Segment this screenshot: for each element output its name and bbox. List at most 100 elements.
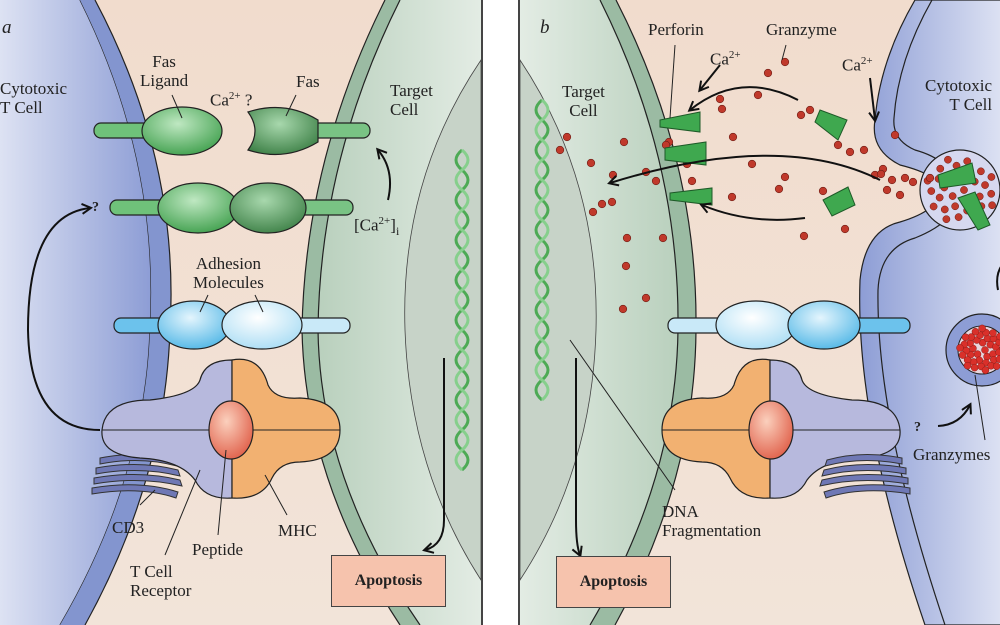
ca-arrow-right [870,77,875,120]
granzyme-dot [618,304,628,314]
target-nucleus-b [520,59,597,581]
granule-granzyme-dot [978,324,986,333]
granzyme-dot [780,172,790,182]
dna-helix-b [534,98,550,402]
granzyme-dot [796,110,806,120]
cytotoxic-t-cell-label: Cytotoxic T Cell [0,79,68,117]
synapse-granzyme-dot [977,167,985,176]
apoptosis-box-a: Apoptosis [331,555,446,607]
granzyme-dot [908,177,918,187]
target-cell-label: Target Cell [390,81,433,119]
granzyme-dot [658,233,668,243]
cytotoxic-t-cell-label-b: Cytotoxic T Cell [925,76,993,114]
synapse-granzyme-dot [951,202,959,211]
peptide-shape-b [748,400,794,460]
granzyme-dot [799,231,809,241]
granzyme-dot [747,159,757,169]
granzyme-dot [717,104,727,114]
synapse-granzyme-dot [927,187,936,195]
signal-arrow-tcr-to-fasl [26,208,101,431]
granule-granzyme-dot [995,348,1000,357]
apoptosis-arrow-b [576,358,580,555]
dna-helix [454,148,470,472]
granzyme-dot [876,169,886,179]
granule-to-synapse-arrow [996,266,1000,291]
granzyme-dots [555,57,935,314]
granule-granzyme-dot [995,355,1000,363]
intracellular-calcium-label: [Ca2+]i [354,215,400,239]
t-cell-receptor-label: T Cell Receptor [130,562,192,600]
granzyme-dot [805,105,815,115]
synapse-granzyme-dot [987,189,996,198]
granzyme-dot [728,132,738,142]
ca-arrow-left [700,64,721,90]
apoptosis-box-b: Apoptosis [556,556,671,608]
granzymes-label: Granzymes [913,445,991,464]
granzyme-dot [562,132,572,142]
label-leaders [139,94,297,556]
panel-a-illustration [0,0,481,625]
fas-label: Fas [296,72,320,91]
granule-granzyme-dot [956,344,964,352]
granzyme-question-arrow [937,405,970,427]
panel-b-illustration [520,0,1000,625]
granzyme-dot [588,207,598,217]
fas-ligand-label: Fas Ligand [140,52,189,90]
granzyme-dot [895,190,905,200]
synapse-granzyme-dot [935,193,944,202]
granule-granzyme-dot [971,327,980,336]
granzyme-dot [641,293,651,303]
target-cell-membrane [302,0,420,625]
synapse-granzyme-dot [988,201,996,210]
synapse-granzyme-dot [936,164,945,173]
granule-granzyme-dot [961,333,970,341]
granzyme-dot [687,176,697,186]
granule-granzyme-dot [981,366,990,374]
granule-granzyme-dot [981,346,989,354]
target-cell-label-b: Target Cell [562,82,605,120]
granzyme-dot [890,130,900,140]
calcium-label-left: Ca2+ [710,49,741,69]
granule-granzyme-dot [989,329,997,337]
granzyme-dot [859,145,869,155]
fas-ligand-unbound [93,106,223,156]
synapse-granzyme-dot [929,202,938,211]
peptide-shape [208,400,254,460]
granzyme-dot [715,94,725,104]
granule-granzyme-dot [958,351,967,359]
perforin-label: Perforin [648,20,704,39]
granzyme-label: Granzyme [766,20,837,39]
synapse-granzyme-dot [948,192,957,200]
granzyme-dot [818,186,828,196]
granzyme-dot [900,173,910,183]
question-mark-a: ? [92,200,99,215]
granzyme-arrow-middle [610,154,881,183]
synapse-granzyme-dot [981,181,989,189]
apoptosis-arrow-a [425,358,445,550]
granzyme-dot [586,158,596,168]
question-mark-b: ? [914,420,921,435]
synapse-granzyme-dot [944,155,952,164]
adhesion-molecules-b [667,300,911,350]
synapse-granzyme-dot [954,213,963,221]
granzyme-dot [727,192,737,202]
granzyme-dot [597,199,607,209]
fas-receptor-unbound [247,106,371,156]
synapse-granzyme-dot [960,186,968,194]
granule-granzyme-dot [992,362,1000,370]
granzyme-dot [774,184,784,194]
granzyme-dot [882,185,892,195]
perforin-pores [659,109,991,231]
granzyme-dot [651,176,661,186]
granzyme-dot [833,140,843,150]
granzyme-dot [621,261,631,271]
granule-granzyme-dot [970,363,979,372]
granule-granzyme-dot [963,361,972,370]
cd3-label: CD3 [112,518,145,537]
granzyme-dot [607,197,617,207]
calcium-question-label: Ca2+ ? [210,90,253,110]
dna-fragmentation-label: DNA Fragmentation [662,502,762,540]
granzyme-dot [780,57,790,67]
granzyme-dot [555,145,565,155]
synapse-granzyme-dot [940,205,949,214]
